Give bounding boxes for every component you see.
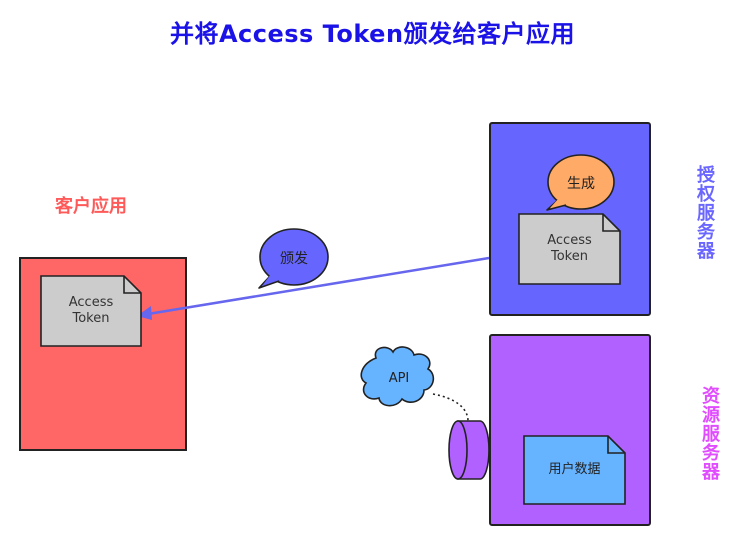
issue-arrow-line	[147, 256, 490, 316]
api-cloud-icon	[360, 346, 435, 407]
auth-token-text: Access Token	[547, 233, 592, 264]
auth-access-token-doc: Access Token	[518, 213, 621, 285]
api-cloud-text: API	[388, 371, 410, 386]
document-icon	[523, 435, 626, 505]
issue-bubble-text: 颁发	[280, 251, 308, 267]
client-token-text: Access Token	[68, 295, 114, 326]
resource-server-label: 资源服务器	[702, 386, 720, 483]
document-icon	[518, 213, 621, 285]
generate-speech-bubble	[546, 154, 615, 211]
user-data-doc: 用户数据	[523, 435, 626, 505]
document-icon	[40, 275, 142, 347]
client-app-label: 客户应用	[55, 196, 127, 217]
generate-bubble-text: 生成	[567, 176, 595, 192]
user-data-text: 用户数据	[548, 462, 601, 477]
client-access-token-doc: Access Token	[40, 275, 142, 347]
api-endpoint-cylinder	[448, 420, 490, 480]
diagram-title: 并将Access Token颁发给客户应用	[169, 20, 576, 48]
api-connector	[432, 393, 469, 422]
issue-speech-bubble	[258, 228, 329, 289]
auth-server-label: 授权服务器	[697, 165, 715, 262]
